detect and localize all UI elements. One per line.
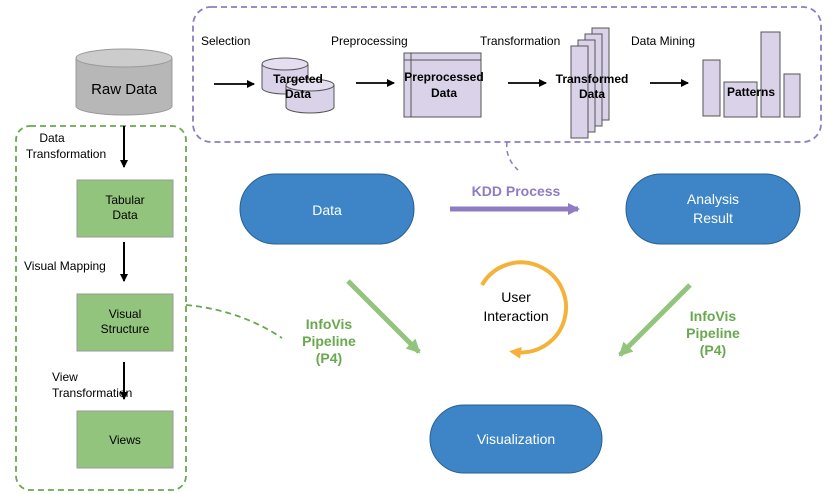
visualization-label: Visualization xyxy=(477,431,555,447)
preprocessing-label: Preprocessing xyxy=(331,34,408,48)
visualization-node xyxy=(429,404,603,474)
infovis-arrow-left xyxy=(346,279,421,354)
tabular-data-box xyxy=(76,179,174,238)
raw-data-cylinder: Raw Data xyxy=(75,48,173,116)
selection-label: Selection xyxy=(201,34,250,48)
patterns-bars: Patterns xyxy=(702,31,801,118)
raw-data-label: Raw Data xyxy=(91,81,158,98)
patterns-label: Patterns xyxy=(727,85,775,99)
user-interaction-cycle-arrow xyxy=(480,260,569,359)
infovis-pipeline-container xyxy=(15,125,187,491)
kdd-connector-line xyxy=(505,141,519,171)
data-node-label: Data xyxy=(312,202,342,218)
transformation-label: Transformation xyxy=(480,34,560,48)
data-node xyxy=(239,173,415,245)
analysis-result-node xyxy=(625,173,801,245)
views-box xyxy=(76,410,174,469)
data-mining-label: Data Mining xyxy=(631,34,695,48)
infovis-arrow-right xyxy=(618,283,692,357)
views-label: Views xyxy=(109,433,141,447)
kdd-process-label: KDD Process xyxy=(472,183,561,199)
visual-mapping-label: Visual Mapping xyxy=(24,259,106,273)
visual-structure-box xyxy=(76,293,174,352)
pipeline-connector-line xyxy=(185,304,283,339)
